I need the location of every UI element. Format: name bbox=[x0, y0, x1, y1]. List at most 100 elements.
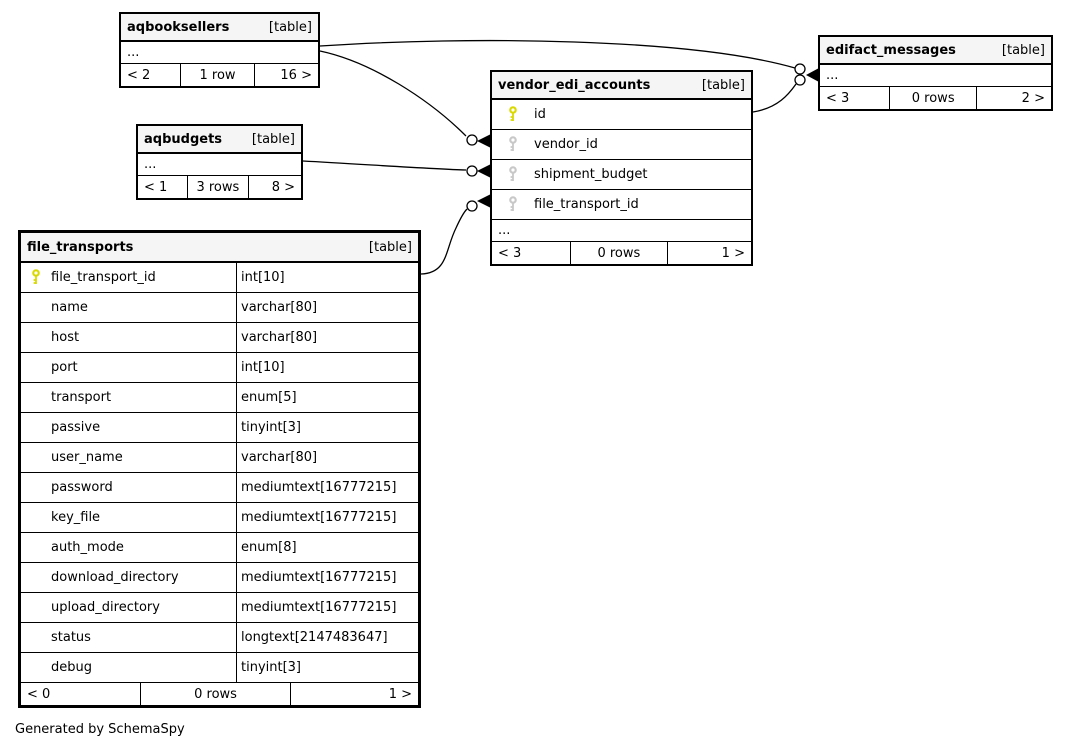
collapsed-columns-row: ... bbox=[138, 154, 301, 176]
table-name: aqbooksellers bbox=[127, 19, 230, 35]
column-type: mediumtext[16777215] bbox=[236, 593, 418, 622]
column-name: key_file bbox=[51, 510, 101, 525]
table-tag: [table] bbox=[1001, 42, 1045, 58]
column-type: mediumtext[16777215] bbox=[236, 563, 418, 592]
children-count: 1 > bbox=[388, 686, 412, 702]
collapsed-columns-row: ... bbox=[121, 42, 318, 64]
column-name: upload_directory bbox=[51, 600, 160, 615]
table-name: file_transports bbox=[27, 239, 134, 255]
table-header[interactable]: aqbudgets [table] bbox=[138, 126, 301, 154]
rel-aqbudgets-vendoredi-line bbox=[302, 160, 467, 171]
column-row: shipment_budget bbox=[492, 160, 751, 190]
children-count: 1 > bbox=[721, 245, 745, 261]
column-name: debug bbox=[51, 660, 92, 675]
zero-circle bbox=[794, 63, 806, 75]
row-count: 0 rows bbox=[140, 683, 291, 705]
rel-aqbooksellers-edifact-line bbox=[319, 39, 796, 69]
zero-circle bbox=[794, 74, 806, 86]
table-header[interactable]: aqbooksellers [table] bbox=[121, 14, 318, 42]
table-footer: < 3 0 rows 2 > bbox=[820, 87, 1051, 109]
table-tag: [table] bbox=[268, 19, 312, 35]
column-row: file_transport_id int[10] bbox=[21, 263, 418, 293]
column-name: password bbox=[51, 480, 113, 495]
column-name: id bbox=[534, 107, 546, 122]
column-row: transport enum[5] bbox=[21, 383, 418, 413]
crowfoot-arrow bbox=[477, 164, 491, 178]
column-row: port int[10] bbox=[21, 353, 418, 383]
table-tag: [table] bbox=[701, 77, 745, 93]
foreign-key-icon bbox=[492, 196, 534, 213]
column-type: int[10] bbox=[236, 353, 418, 382]
column-type: mediumtext[16777215] bbox=[236, 503, 418, 532]
table-header[interactable]: file_transports [table] bbox=[21, 233, 418, 263]
column-name: download_directory bbox=[51, 570, 179, 585]
column-row: vendor_id bbox=[492, 130, 751, 160]
rel-aqbooksellers-vendoredi-line bbox=[319, 50, 467, 137]
primary-key-icon bbox=[492, 106, 534, 123]
parents-count: < 2 bbox=[127, 67, 151, 83]
column-type: longtext[2147483647] bbox=[236, 623, 418, 652]
table-tag: [table] bbox=[251, 131, 295, 147]
column-row: password mediumtext[16777215] bbox=[21, 473, 418, 503]
column-name: auth_mode bbox=[51, 540, 124, 555]
table-header[interactable]: vendor_edi_accounts [table] bbox=[492, 72, 751, 100]
table-aqbooksellers[interactable]: aqbooksellers [table] ... < 2 1 row 16 > bbox=[119, 12, 320, 88]
column-row: passive tinyint[3] bbox=[21, 413, 418, 443]
collapsed-columns-row: ... bbox=[492, 220, 751, 242]
table-tag: [table] bbox=[368, 239, 412, 255]
column-name: file_transport_id bbox=[51, 270, 156, 285]
crowfoot-arrow bbox=[477, 194, 491, 208]
zero-circle bbox=[466, 200, 478, 212]
column-type: int[10] bbox=[236, 263, 418, 292]
column-row: upload_directory mediumtext[16777215] bbox=[21, 593, 418, 623]
column-name: passive bbox=[51, 420, 101, 435]
column-type: varchar[80] bbox=[236, 323, 418, 352]
row-count: 0 rows bbox=[569, 242, 669, 264]
parents-count: < 3 bbox=[826, 90, 850, 106]
table-aqbudgets[interactable]: aqbudgets [table] ... < 1 3 rows 8 > bbox=[136, 124, 303, 200]
crowfoot-arrow bbox=[806, 68, 819, 82]
table-vendor-edi-accounts[interactable]: vendor_edi_accounts [table] id vendor_id… bbox=[490, 70, 753, 266]
column-row: key_file mediumtext[16777215] bbox=[21, 503, 418, 533]
column-row: id bbox=[492, 100, 751, 130]
column-name: port bbox=[51, 360, 78, 375]
table-header[interactable]: edifact_messages [table] bbox=[820, 37, 1051, 65]
column-row: name varchar[80] bbox=[21, 293, 418, 323]
rel-filetransports-vendoredi-line bbox=[420, 208, 468, 275]
column-row: host varchar[80] bbox=[21, 323, 418, 353]
column-type: enum[5] bbox=[236, 383, 418, 412]
generated-by-note: Generated by SchemaSpy bbox=[15, 722, 185, 737]
zero-circle bbox=[466, 165, 478, 177]
primary-key-icon bbox=[21, 269, 51, 286]
column-row: file_transport_id bbox=[492, 190, 751, 220]
zero-circle bbox=[466, 134, 478, 146]
column-name: file_transport_id bbox=[534, 197, 639, 212]
table-name: vendor_edi_accounts bbox=[498, 77, 651, 93]
parents-count: < 0 bbox=[27, 686, 51, 702]
table-edifact-messages[interactable]: edifact_messages [table] ... < 3 0 rows … bbox=[818, 35, 1053, 111]
table-file-transports[interactable]: file_transports [table] file_transport_i… bbox=[18, 230, 421, 708]
rel-vendoredi-edifact-line bbox=[752, 83, 797, 113]
column-name: status bbox=[51, 630, 91, 645]
table-footer: < 3 0 rows 1 > bbox=[492, 242, 751, 264]
table-footer: < 1 3 rows 8 > bbox=[138, 176, 301, 198]
column-type: varchar[80] bbox=[236, 443, 418, 472]
column-name: user_name bbox=[51, 450, 123, 465]
children-count: 16 > bbox=[280, 67, 312, 83]
table-footer: < 2 1 row 16 > bbox=[121, 64, 318, 86]
parents-count: < 3 bbox=[498, 245, 522, 261]
column-type: tinyint[3] bbox=[236, 653, 418, 682]
parents-count: < 1 bbox=[144, 179, 168, 195]
column-row: auth_mode enum[8] bbox=[21, 533, 418, 563]
column-name: shipment_budget bbox=[534, 167, 648, 182]
crowfoot-arrow bbox=[477, 134, 491, 148]
foreign-key-icon bbox=[492, 166, 534, 183]
table-footer: < 0 0 rows 1 > bbox=[21, 683, 418, 705]
row-count: 3 rows bbox=[186, 176, 249, 198]
collapsed-columns-row: ... bbox=[820, 65, 1051, 87]
column-row: debug tinyint[3] bbox=[21, 653, 418, 683]
column-row: user_name varchar[80] bbox=[21, 443, 418, 473]
table-name: aqbudgets bbox=[144, 131, 223, 147]
